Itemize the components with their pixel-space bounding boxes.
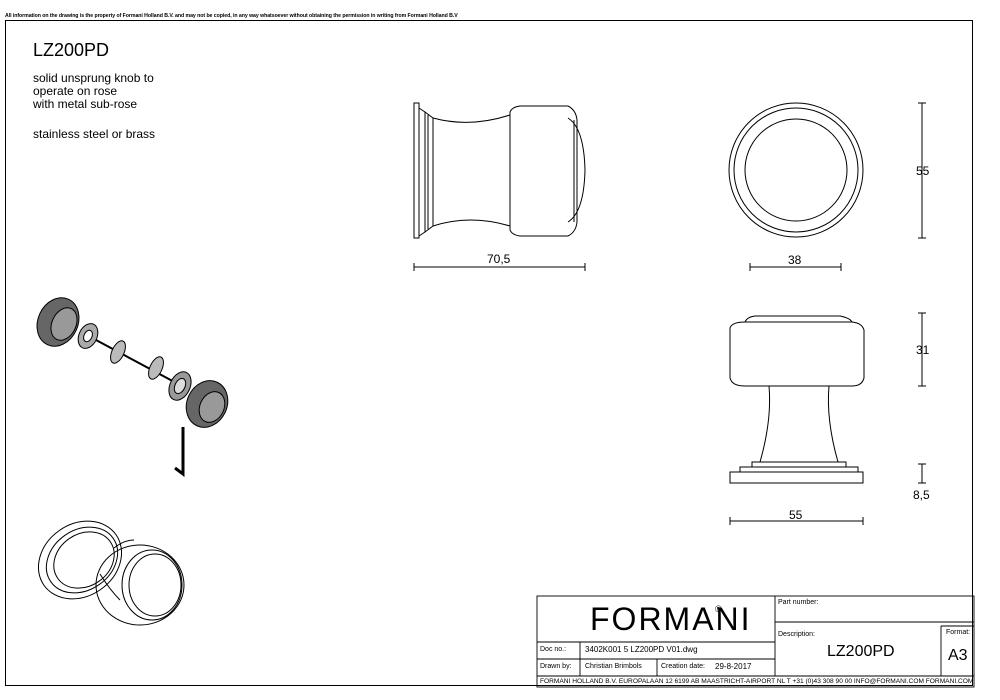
dimension-line-front: [749, 102, 926, 271]
doc-no-label: Doc no.:: [540, 646, 567, 653]
dimension-line-elevation: [729, 312, 926, 525]
product-description: solid unsprung knob to operate on rose w…: [33, 72, 154, 111]
creation-date-label: Creation date:: [661, 663, 705, 670]
drawn-by-value: Christian Brimbols: [585, 663, 642, 670]
product-material: stainless steel or brass: [33, 127, 156, 141]
dimension-line-side: [413, 263, 586, 271]
disclaimer-text: All information on the drawing is the pr…: [5, 13, 458, 19]
perspective-view-knob: [37, 520, 185, 626]
brand-logo: FORMANI: [590, 601, 752, 637]
dimension-elev-rose-height: 8,5: [913, 488, 930, 502]
brand-registered-mark: ®: [715, 604, 722, 614]
description-label: Description:: [778, 631, 815, 638]
front-view-knob: [728, 102, 864, 238]
exploded-assembly-view: [36, 297, 229, 428]
description-line: solid unsprung knob to: [33, 71, 154, 85]
dimension-elev-knob-height: 31: [916, 343, 930, 357]
side-view-knob: [413, 102, 586, 239]
product-code-title: LZ200PD: [33, 40, 110, 60]
drawing-frame: [5, 20, 973, 686]
dimension-front-diameter: 38: [788, 253, 802, 267]
format-value: A3: [948, 647, 968, 664]
description-value: LZ200PD: [827, 643, 895, 660]
description-line: operate on rose: [33, 84, 118, 98]
description-line: with metal sub-rose: [33, 97, 138, 111]
title-block: [536, 595, 975, 688]
dimension-elev-width: 55: [789, 508, 803, 522]
company-footer: FORMANI HOLLAND B.V. EUROPALAAN 12 6199 …: [540, 678, 974, 685]
drawn-by-label: Drawn by:: [540, 663, 572, 670]
part-number-label: Part number:: [778, 599, 819, 606]
format-label: Format:: [946, 629, 971, 636]
doc-no-value: 3402K001 5 LZ200PD V01.dwg: [585, 645, 698, 654]
allen-key-icon: [174, 427, 185, 477]
creation-date-value: 29-8-2017: [715, 662, 752, 671]
dimension-side-length: 70,5: [487, 252, 511, 266]
dimension-front-height: 55: [916, 164, 930, 178]
elevation-view-knob: [729, 315, 865, 484]
